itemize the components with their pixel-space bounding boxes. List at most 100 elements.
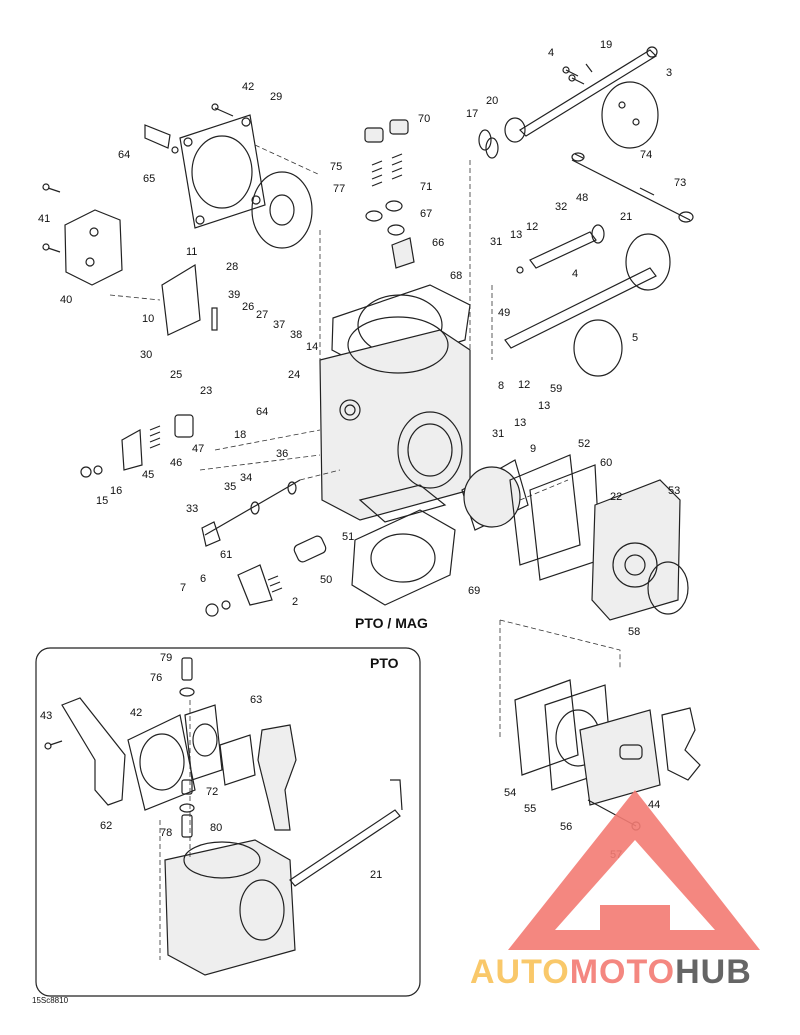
wm-hub: HUB (675, 953, 752, 991)
svg-text:AUTOMOTOHUB: AUTOMOTOHUB (470, 953, 752, 991)
screw-33-34-35-36 (201, 479, 301, 547)
callout-21: 21 (370, 869, 382, 881)
needle-assembly-32 (516, 224, 605, 274)
carburetor-body (319, 316, 471, 523)
callout-14: 14 (306, 341, 318, 353)
callout-41: 41 (38, 213, 50, 225)
shaft-21 (504, 233, 671, 349)
callout-12: 12 (518, 379, 530, 391)
callout-28: 28 (226, 261, 238, 273)
screws-4-top (562, 63, 593, 85)
callout-18: 18 (234, 429, 246, 441)
fitting-47-46-45 (80, 414, 194, 478)
callout-17: 17 (466, 108, 478, 120)
callout-20: 20 (486, 95, 498, 107)
callout-9: 9 (530, 443, 536, 455)
callout-16: 16 (110, 485, 122, 497)
callout-76: 76 (150, 672, 162, 684)
callout-78: 78 (160, 827, 172, 839)
callout-21: 21 (620, 211, 632, 223)
callout-38: 38 (290, 329, 302, 341)
callout-51: 51 (342, 531, 354, 543)
callout-80: 80 (210, 822, 222, 834)
callout-36: 36 (276, 448, 288, 460)
callout-25: 25 (170, 369, 182, 381)
automotohub-watermark: AUTOMOTOHUB (470, 790, 760, 991)
callout-29: 29 (270, 91, 282, 103)
callout-4: 4 (548, 47, 554, 59)
cover-29 (179, 114, 266, 229)
callout-33: 33 (186, 503, 198, 515)
callout-68: 68 (450, 270, 462, 282)
callout-35: 35 (224, 481, 236, 493)
callout-70: 70 (418, 113, 430, 125)
section-title-pto-inset: PTO (370, 655, 399, 671)
callout-19: 19 (600, 39, 612, 51)
callout-5: 5 (632, 332, 638, 344)
throttle-plate-3 (601, 81, 659, 149)
bracket-44 (661, 707, 701, 781)
gasket-69 (351, 509, 456, 606)
wm-moto: MOTO (570, 953, 675, 991)
bracket-30 (161, 263, 201, 336)
inset-screw-43 (44, 740, 63, 750)
callout-31: 31 (490, 236, 502, 248)
jet-cluster (364, 119, 415, 269)
callout-26: 26 (242, 301, 254, 313)
callout-77: 77 (333, 183, 345, 195)
callout-67: 67 (420, 208, 432, 220)
callout-54: 54 (504, 787, 516, 799)
callout-42: 42 (242, 81, 254, 93)
callout-15: 15 (96, 495, 108, 507)
callout-13: 13 (538, 400, 550, 412)
callout-64: 64 (256, 406, 268, 418)
gasket-54 (514, 679, 579, 776)
callout-13: 13 (514, 417, 526, 429)
callout-55: 55 (524, 803, 536, 815)
callout-50: 50 (320, 574, 332, 586)
linkage-rod-74 (571, 152, 694, 223)
callout-32: 32 (555, 201, 567, 213)
callout-69: 69 (468, 585, 480, 597)
callout-39: 39 (228, 289, 240, 301)
callout-13: 13 (510, 229, 522, 241)
cover-40 (42, 183, 123, 286)
callout-44: 44 (648, 799, 660, 811)
callout-65: 65 (143, 173, 155, 185)
callout-72: 72 (206, 786, 218, 798)
lever-61-spring-2-50 (205, 535, 327, 617)
callout-22: 22 (610, 491, 622, 503)
inset-jets-79-76-72-78 (179, 657, 195, 838)
callout-11: 11 (186, 246, 197, 258)
inset-bracket-62 (61, 697, 126, 806)
callout-31: 31 (492, 428, 504, 440)
throttle-shaft-19 (519, 46, 658, 137)
inset-cover-42 (127, 714, 196, 811)
callout-52: 52 (578, 438, 590, 450)
callout-49: 49 (498, 307, 510, 319)
callout-73: 73 (674, 177, 686, 189)
callout-63: 63 (250, 694, 262, 706)
callout-37: 37 (273, 319, 285, 331)
callout-23: 23 (200, 385, 212, 397)
callout-53: 53 (668, 485, 680, 497)
callout-79: 79 (160, 652, 172, 664)
bushing-20-seal-17 (478, 117, 526, 159)
callout-66: 66 (432, 237, 444, 249)
assembly-lines-inset (159, 700, 191, 960)
callout-59: 59 (550, 383, 562, 395)
callout-8: 8 (498, 380, 504, 392)
callout-74: 74 (640, 149, 652, 161)
o-ring-58 (647, 561, 689, 615)
callout-40: 40 (60, 294, 72, 306)
callout-47: 47 (192, 443, 204, 455)
figure-code: 15Sc8810 (32, 996, 69, 1005)
callout-24: 24 (288, 369, 300, 381)
screw-42-top (211, 103, 234, 117)
callout-34: 34 (240, 472, 252, 484)
throttle-plate-5 (573, 319, 623, 377)
callout-71: 71 (420, 181, 432, 193)
callout-61: 61 (220, 549, 232, 561)
callout-42: 42 (130, 707, 142, 719)
